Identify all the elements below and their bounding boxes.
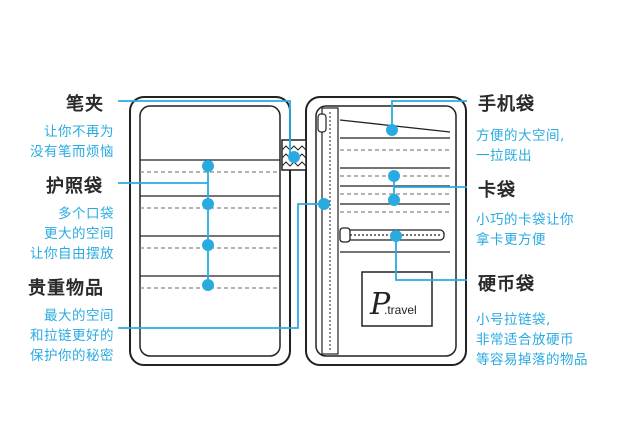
desc-line: 保护你的秘密 <box>30 348 114 364</box>
dot-card-1 <box>388 170 400 182</box>
label-card-pocket: 卡袋 <box>478 180 516 201</box>
label-coin-pocket: 硬币袋 <box>478 274 535 295</box>
dot-card-2 <box>388 194 400 206</box>
desc-line: 最大的空间 <box>44 308 114 324</box>
desc-coin-pocket: 小号拉链袋, 非常适合放硬币 等容易掉落的物品 <box>476 310 588 370</box>
logo-letter: P <box>369 287 391 322</box>
desc-line: 更大的空间 <box>44 226 114 242</box>
label-passport-pocket: 护照袋 <box>46 176 103 197</box>
dot-coin <box>390 230 402 242</box>
desc-pen-holder: 让你不再为 没有笔而烦恼 <box>22 122 114 162</box>
label-valuables: 贵重物品 <box>28 278 104 299</box>
dot-zipper <box>318 198 330 210</box>
desc-passport-pocket: 多个口袋 更大的空间 让你自由摆放 <box>14 204 114 264</box>
desc-line: 等容易掉落的物品 <box>476 352 588 368</box>
brand-logo: P .travel <box>361 271 433 327</box>
dot-phone <box>386 124 398 136</box>
desc-line: 小号拉链袋, <box>476 312 551 328</box>
accent-dots <box>202 124 402 291</box>
desc-line: 和拉链更好的 <box>30 328 114 344</box>
desc-line: 非常适合放硬币 <box>476 332 574 348</box>
logo-text: .travel <box>384 303 417 317</box>
label-phone-pocket: 手机袋 <box>478 94 535 115</box>
dot-pen <box>288 151 300 163</box>
passport-pockets <box>140 159 280 289</box>
desc-line: 多个口袋 <box>58 206 114 222</box>
zipper-strip <box>317 107 339 355</box>
desc-card-pocket: 小巧的卡袋让你 拿卡更方便 <box>476 210 574 250</box>
label-pen-holder: 笔夹 <box>66 94 104 115</box>
dot-passport-2 <box>202 198 214 210</box>
dot-valuables <box>202 279 214 291</box>
desc-line: 让你不再为 <box>44 124 114 140</box>
desc-phone-pocket: 方便的大空间, 一拉既出 <box>476 126 565 166</box>
desc-line: 方便的大空间, <box>476 128 565 144</box>
desc-line: 让你自由摆放 <box>30 246 114 262</box>
desc-line: 没有笔而烦恼 <box>30 144 114 160</box>
desc-line: 拿卡更方便 <box>476 232 546 248</box>
dot-passport-1 <box>202 160 214 172</box>
dot-passport-3 <box>202 239 214 251</box>
desc-line: 小巧的卡袋让你 <box>476 212 574 228</box>
wallet-outline <box>129 96 467 366</box>
leader-lines <box>118 100 467 329</box>
desc-valuables: 最大的空间 和拉链更好的 保护你的秘密 <box>6 306 114 366</box>
desc-line: 一拉既出 <box>476 148 532 164</box>
